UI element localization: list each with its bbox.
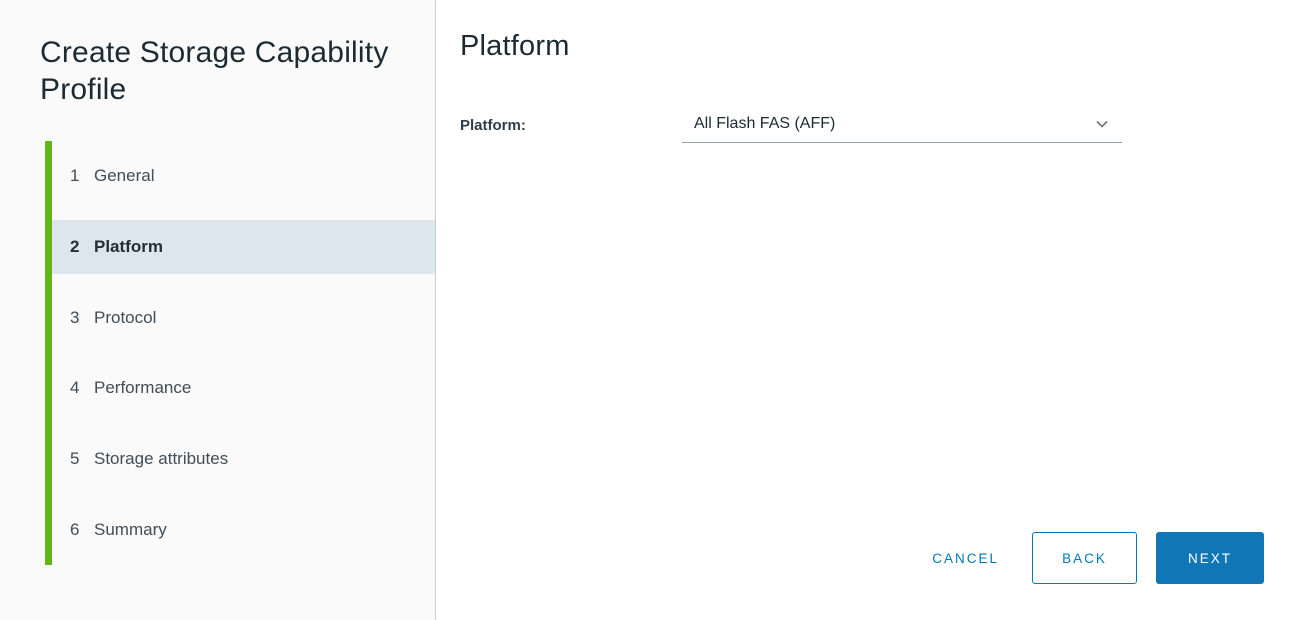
cancel-button[interactable]: CANCEL: [930, 545, 1001, 572]
platform-form-row: Platform: All Flash FAS (AFF): [460, 113, 1305, 143]
wizard-content-panel: Platform Platform: All Flash FAS (AFF) C…: [437, 0, 1305, 620]
page-title: Platform: [460, 30, 570, 62]
chevron-down-icon: [1094, 116, 1110, 132]
sidebar-step-protocol[interactable]: 3 Protocol: [52, 282, 435, 353]
back-button[interactable]: BACK: [1032, 532, 1137, 584]
step-number: 1: [70, 166, 80, 186]
sidebar-step-storage-attributes[interactable]: 5 Storage attributes: [52, 424, 435, 495]
sidebar-step-performance[interactable]: 4 Performance: [52, 353, 435, 424]
wizard-step-list: 1 General 2 Platform 3 Protocol 4 Perfor…: [45, 141, 435, 566]
step-label: Summary: [94, 519, 167, 539]
step-label: Platform: [94, 237, 163, 257]
sidebar-step-platform[interactable]: 2 Platform: [52, 212, 435, 283]
step-label: Protocol: [94, 307, 157, 327]
step-label: Storage attributes: [94, 449, 229, 469]
step-number: 6: [70, 519, 80, 539]
step-number: 2: [70, 237, 80, 257]
step-label: Performance: [94, 378, 192, 398]
sidebar-step-summary[interactable]: 6 Summary: [52, 494, 435, 565]
step-label: General: [94, 166, 155, 186]
platform-select-value: All Flash FAS (AFF): [694, 115, 836, 132]
step-number: 3: [70, 307, 80, 327]
step-number: 5: [70, 449, 80, 469]
platform-select[interactable]: All Flash FAS (AFF): [682, 113, 1122, 143]
wizard-footer: CANCEL BACK NEXT: [930, 532, 1264, 584]
platform-field-label: Platform:: [460, 117, 526, 134]
next-button[interactable]: NEXT: [1156, 532, 1264, 584]
wizard-title: Create Storage Capability Profile: [40, 36, 389, 106]
step-number: 4: [70, 378, 80, 398]
wizard-sidebar: Create Storage Capability Profile 1 Gene…: [0, 0, 436, 620]
sidebar-step-general[interactable]: 1 General: [52, 141, 435, 212]
